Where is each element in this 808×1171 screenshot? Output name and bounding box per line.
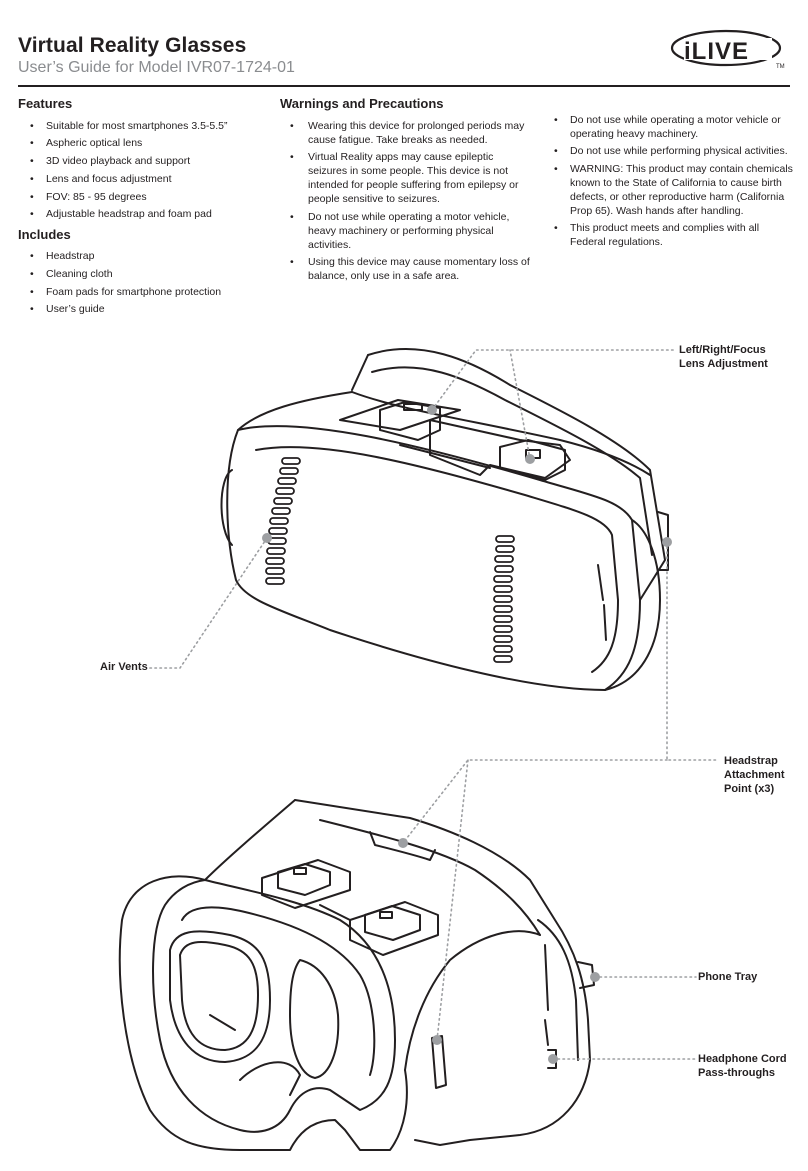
list-item: Do not use while operating a motor vehic…: [546, 113, 796, 141]
callout-headphone-pass-throughs: Headphone Cord Pass-throughs: [698, 1053, 787, 1079]
list-item: Virtual Reality apps may cause epileptic…: [280, 150, 535, 207]
callout-dots: [262, 405, 672, 1064]
page-title: Virtual Reality Glasses: [18, 34, 247, 57]
callout-lens-adjustment: Left/Right/Focus Lens Adjustment: [679, 344, 768, 370]
ilive-logo: iLIVE TM: [670, 29, 785, 70]
features-heading: Features: [18, 96, 73, 111]
warnings-column-continued: Do not use while operating a motor vehic…: [546, 113, 796, 253]
headset-rear-view: [118, 799, 595, 1151]
warnings-list-continued: Do not use while operating a motor vehic…: [546, 113, 796, 250]
callout-air-vents: Air Vents: [100, 661, 148, 673]
list-item: Using this device may cause momentary lo…: [280, 255, 535, 283]
list-item: 3D video playback and support: [18, 154, 263, 168]
callout-phone-tray: Phone Tray: [698, 971, 758, 983]
list-item: FOV: 85 - 95 degrees: [18, 190, 263, 204]
callout-leaders: [147, 349, 719, 1060]
includes-heading: Includes: [18, 226, 71, 242]
list-item: Headstrap: [18, 249, 263, 263]
list-item: User’s guide: [18, 302, 263, 316]
list-item: Cleaning cloth: [18, 267, 263, 281]
features-includes-column: Features Suitable for most smartphones 3…: [18, 95, 263, 320]
product-illustration: [118, 348, 719, 1151]
page-subtitle: User’s Guide for Model IVR07-1724-01: [18, 59, 295, 76]
callout-headstrap-attachment: Headstrap Attachment Point (x3): [724, 755, 785, 795]
list-item: Lens and focus adjustment: [18, 172, 263, 186]
warnings-heading: Warnings and Precautions: [280, 96, 444, 111]
list-item: Wearing this device for prolonged period…: [280, 119, 535, 147]
list-item: This product meets and complies with all…: [546, 221, 796, 249]
logo-text: iLIVE: [684, 38, 749, 65]
list-item: Aspheric optical lens: [18, 136, 263, 150]
headset-front-view: [220, 348, 669, 691]
warnings-column: Warnings and Precautions Wearing this de…: [280, 95, 535, 286]
list-item: Adjustable headstrap and foam pad: [18, 207, 263, 221]
list-item: Do not use while performing physical act…: [546, 144, 796, 158]
svg-text:TM: TM: [776, 64, 785, 70]
list-item: WARNING: This product may contain chemic…: [546, 162, 796, 219]
list-item: Suitable for most smartphones 3.5-5.5”: [18, 119, 263, 133]
list-item: Foam pads for smartphone protection: [18, 285, 263, 299]
header-rule: [18, 85, 790, 87]
warnings-list: Wearing this device for prolonged period…: [280, 119, 535, 284]
list-item: Do not use while operating a motor vehic…: [280, 210, 535, 253]
features-list: Suitable for most smartphones 3.5-5.5” A…: [18, 119, 263, 222]
includes-list: Headstrap Cleaning cloth Foam pads for s…: [18, 249, 263, 317]
